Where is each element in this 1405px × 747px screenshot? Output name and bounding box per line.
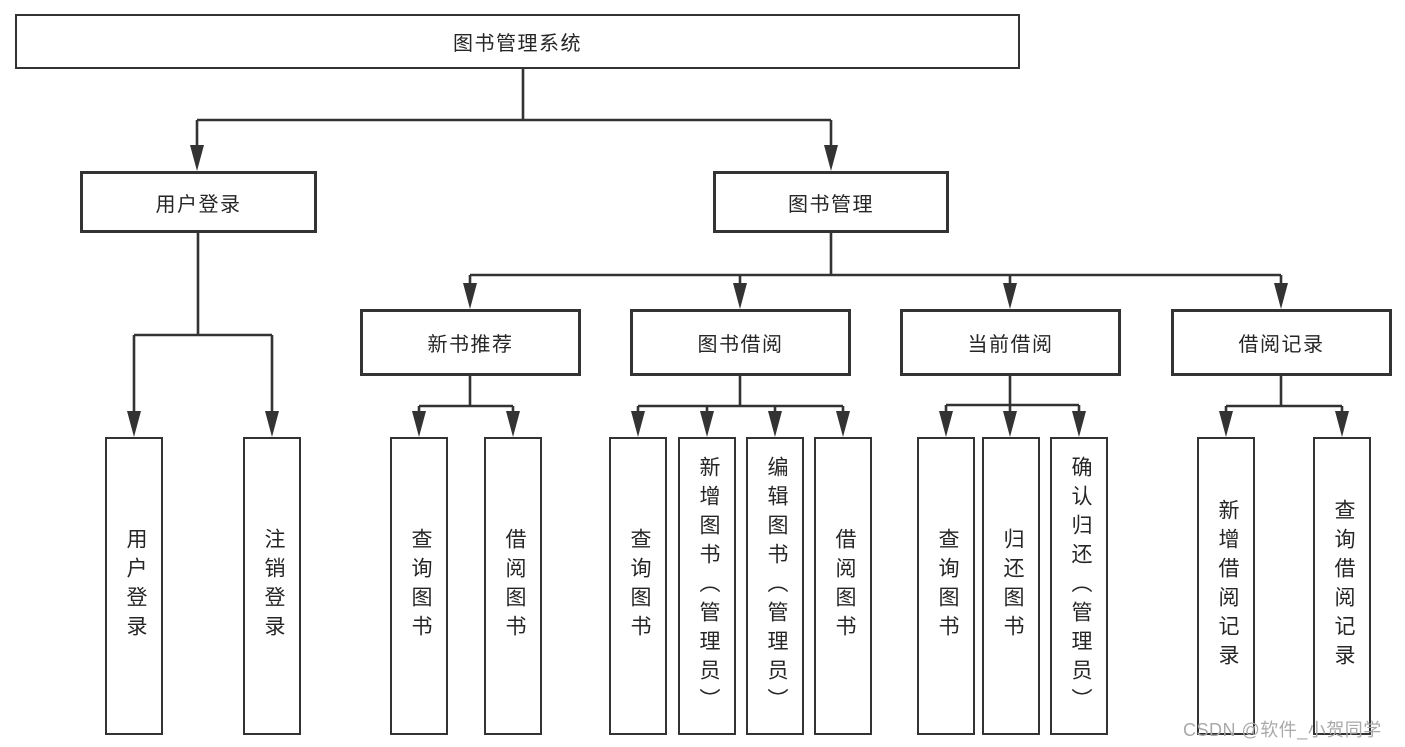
arrowhead-icon <box>127 411 141 437</box>
connector-new-book-branch <box>412 375 520 437</box>
arrowhead-icon <box>1219 411 1233 437</box>
connector-book-management-branch <box>463 232 1288 309</box>
node-new-book-recommend: 新书推荐 <box>360 309 581 376</box>
arrowhead-icon <box>768 411 782 437</box>
node-borrowing-records: 借阅记录 <box>1171 309 1392 376</box>
arrowhead-icon <box>733 283 747 309</box>
leaf-borrow-books-borrowing: 借阅图书 <box>814 437 872 735</box>
leaf-borrow-books-recommend: 借阅图书 <box>484 437 542 735</box>
node-book-borrowing: 图书借阅 <box>630 309 851 376</box>
arrowhead-icon <box>1003 283 1017 309</box>
arrowhead-icon <box>463 283 477 309</box>
arrowhead-icon <box>700 411 714 437</box>
arrowhead-icon <box>1274 283 1288 309</box>
arrowhead-icon <box>1335 411 1349 437</box>
connector-root-to-level2 <box>190 69 838 171</box>
leaf-query-books-current: 查询图书 <box>917 437 975 735</box>
leaf-return-book: 归还图书 <box>982 437 1040 735</box>
connector-user-login-branch <box>127 232 279 437</box>
arrowhead-icon <box>1003 411 1017 437</box>
leaf-add-book-admin: 新增图书（管理员） <box>678 437 736 735</box>
csdn-watermark: CSDN @软件_小贺同学 <box>1183 720 1382 740</box>
node-root: 图书管理系统 <box>15 14 1020 69</box>
connector-borrow-records-branch <box>1219 375 1349 437</box>
arrowhead-icon <box>506 411 520 437</box>
arrowhead-icon <box>412 411 426 437</box>
arrowhead-icon <box>824 145 838 171</box>
leaf-user-login: 用户登录 <box>105 437 163 735</box>
leaf-edit-book-admin: 编辑图书（管理员） <box>746 437 804 735</box>
leaf-logout: 注销登录 <box>243 437 301 735</box>
connector-book-borrow-branch <box>631 375 850 437</box>
leaf-add-borrow-record: 新增借阅记录 <box>1197 437 1255 735</box>
leaf-query-borrow-record: 查询借阅记录 <box>1313 437 1371 735</box>
arrowhead-icon <box>836 411 850 437</box>
arrowhead-icon <box>190 145 204 171</box>
node-current-borrowing: 当前借阅 <box>900 309 1121 376</box>
arrowhead-icon <box>265 411 279 437</box>
node-user-login: 用户登录 <box>80 171 317 233</box>
arrowhead-icon <box>1072 411 1086 437</box>
arrowhead-icon <box>939 411 953 437</box>
connector-current-borrow-branch <box>939 375 1086 437</box>
node-book-management: 图书管理 <box>713 171 949 233</box>
leaf-query-books-recommend: 查询图书 <box>390 437 448 735</box>
leaf-confirm-return-admin: 确认归还（管理员） <box>1050 437 1108 735</box>
leaf-query-books-borrowing: 查询图书 <box>609 437 667 735</box>
arrowhead-icon <box>631 411 645 437</box>
